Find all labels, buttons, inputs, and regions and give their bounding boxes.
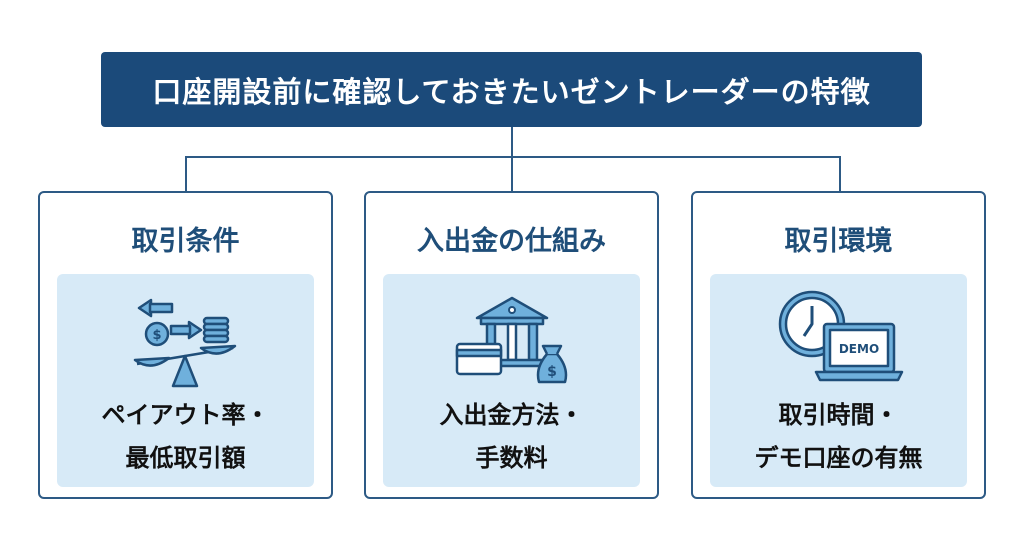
card-trading-conditions: 取引条件 $ ペイアウト率・ 最低取引額	[38, 191, 333, 499]
connector	[185, 156, 187, 192]
card-heading: 入出金の仕組み	[417, 226, 606, 257]
card-trading-environment: 取引環境 DEMO 取引時間・ デモ口座の有無	[691, 191, 986, 499]
card-heading: 取引条件	[131, 226, 240, 257]
card-line: 入出金方法・	[439, 401, 584, 429]
card-line: 取引時間・	[778, 401, 899, 429]
connector	[185, 156, 841, 158]
svg-text:$: $	[547, 364, 557, 380]
connector	[511, 156, 513, 192]
card-line: 最低取引額	[125, 444, 246, 472]
demo-label: DEMO	[838, 342, 878, 356]
diagram-title: 口座開設前に確認しておきたいゼントレーダーの特徴	[101, 52, 922, 127]
card-panel: $ ペイアウト率・ 最低取引額	[57, 274, 314, 487]
connector	[839, 156, 841, 192]
connector	[511, 127, 513, 158]
scale-coins-icon: $	[133, 298, 236, 388]
card-panel: $ 入出金方法・ 手数料	[383, 274, 640, 487]
bank-card-moneybag-icon: $	[455, 296, 567, 384]
card-line: デモ口座の有無	[754, 444, 923, 472]
card-line: ペイアウト率・	[101, 401, 270, 429]
card-deposit-withdrawal: 入出金の仕組み $ 入出金方法・ 手数料	[364, 191, 659, 499]
card-panel: DEMO 取引時間・ デモ口座の有無	[710, 274, 967, 487]
svg-text:$: $	[152, 328, 161, 343]
card-line: 手数料	[475, 444, 548, 472]
clock-laptop-icon: DEMO	[778, 290, 903, 382]
card-heading: 取引環境	[784, 226, 893, 257]
